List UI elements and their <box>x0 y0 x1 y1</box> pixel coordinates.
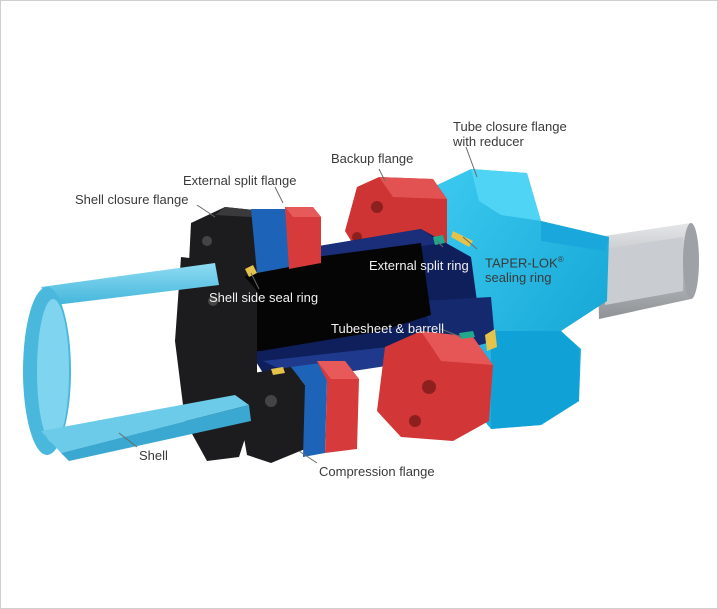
label-shell: Shell <box>139 448 168 463</box>
lower-split-ring-mark <box>459 331 475 339</box>
taper-lok-ring-mark <box>451 231 473 247</box>
external-split-ring-mark <box>433 235 445 245</box>
red-flange-lower-shape <box>377 331 493 441</box>
label-taper-lok-sealing-ring: TAPER-LOK® sealing ring <box>485 255 564 286</box>
lower-taper-ring-mark <box>485 329 497 351</box>
shell-pipe <box>23 263 251 461</box>
shell-side-seal-ring-mark <box>245 265 257 277</box>
label-tube-closure-flange: Tube closure flange with reducer <box>453 119 567 149</box>
label-external-split-flange: External split flange <box>183 173 297 188</box>
upper-flange-stack <box>189 207 321 283</box>
label-shell-closure-flange: Shell closure flange <box>75 192 189 207</box>
label-external-split-ring: External split ring <box>369 258 469 273</box>
lower-seal-mark <box>271 367 285 375</box>
leader-lines <box>118 146 478 464</box>
label-compression-flange: Compression flange <box>319 464 435 479</box>
bore-opening <box>221 243 431 353</box>
label-shell-side-seal-ring: Shell side seal ring <box>209 290 319 305</box>
reducer-pipe <box>597 223 699 319</box>
label-tubesheet-barrell: Tubesheet & barrell <box>331 321 444 336</box>
label-backup-flange: Backup flange <box>331 151 414 166</box>
